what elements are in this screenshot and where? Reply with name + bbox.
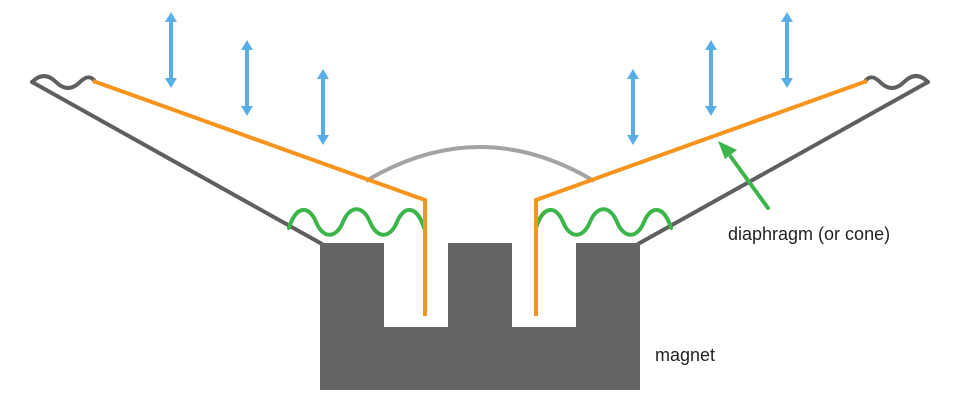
spider-left — [287, 207, 426, 237]
motion-arrows — [165, 12, 793, 145]
double-headed-vertical-arrow-icon — [705, 40, 717, 116]
frame-right-side — [636, 80, 930, 246]
diaphragm-cone — [92, 79, 868, 316]
double-headed-vertical-arrow-icon — [781, 12, 793, 88]
speaker-frame — [30, 74, 930, 246]
spider-right — [534, 207, 673, 237]
magnet — [320, 243, 640, 390]
pointer-arrow-icon — [718, 141, 770, 210]
double-headed-vertical-arrow-icon — [241, 40, 253, 116]
spider-suspension — [287, 207, 673, 237]
surround-left — [30, 74, 96, 90]
cone-right — [534, 79, 868, 316]
diaphragm-label: diaphragm (or cone) — [728, 224, 891, 244]
cone-left — [92, 79, 427, 316]
magnet-label: magnet — [655, 345, 716, 365]
double-headed-vertical-arrow-icon — [627, 69, 639, 145]
double-headed-vertical-arrow-icon — [165, 12, 177, 88]
dust-cap-dome — [364, 145, 596, 183]
double-headed-vertical-arrow-icon — [317, 69, 329, 145]
surround-right — [864, 74, 930, 90]
frame-left-side — [30, 80, 324, 246]
